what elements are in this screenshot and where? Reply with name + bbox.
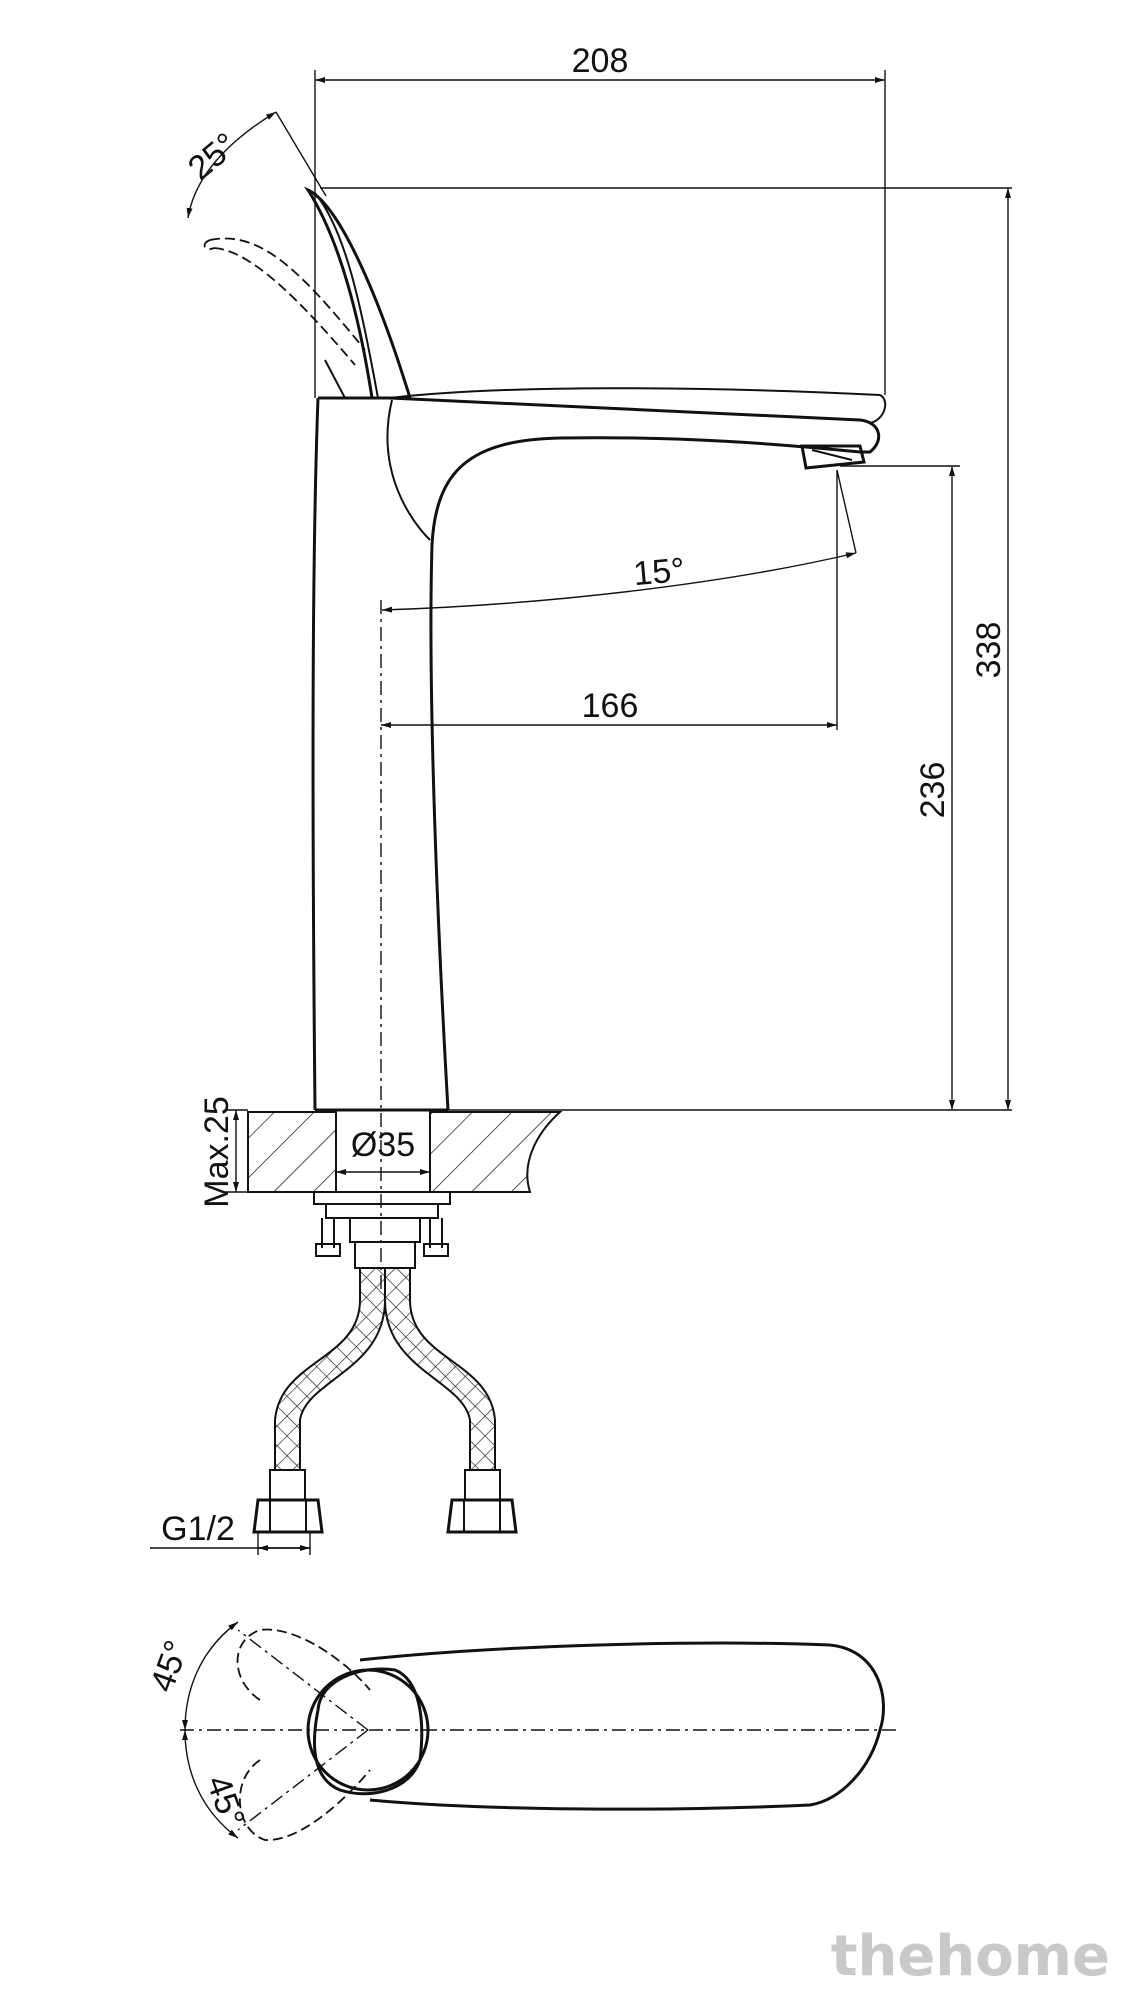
handle-solid-inner — [314, 192, 379, 399]
dim-label-spout-reach: 166 — [582, 687, 639, 725]
deck-left-hatch — [247, 1111, 337, 1193]
top-view-handle-phantom-upper — [236, 1628, 371, 1701]
top-view-spout — [359, 1641, 885, 1811]
dim-label-overall-height: 338 — [970, 622, 1008, 679]
dimension-overall-width: 208 — [314, 42, 886, 398]
faucet-body-left-edge — [311, 397, 320, 1111]
dim-label-handle-rotation-right: 45° — [199, 1771, 252, 1832]
dimension-spout-reach: 166 — [381, 470, 838, 730]
dimension-overall-height: 338 — [320, 187, 1012, 1111]
top-view-handle-phantom-lower — [238, 1759, 371, 1841]
dimension-spout-swivel: 15° — [381, 469, 857, 613]
deck-section: Ø35 Max.25 — [198, 1096, 563, 1208]
dim-label-handle-rotation-left: 45° — [143, 1636, 196, 1697]
dim-label-handle-tilt: 25° — [181, 125, 245, 187]
top-view-handle — [312, 1667, 424, 1796]
dimension-connection-thread: G1/2 — [150, 1510, 311, 1555]
dim-label-spout-swivel: 15° — [632, 551, 687, 593]
spout-inner-curve — [386, 399, 431, 541]
dim-label-connection-thread: G1/2 — [161, 1510, 235, 1548]
hose-right — [384, 1267, 496, 1471]
handle-phantom — [209, 237, 366, 366]
dim-label-overall-width: 208 — [572, 42, 629, 80]
mounting-hardware — [313, 1191, 451, 1269]
handle-solid — [303, 186, 413, 400]
faucet-side-view — [203, 186, 887, 1112]
aerator — [800, 444, 866, 470]
flexible-hoses — [252, 1267, 518, 1534]
dim-label-base-diameter: Ø35 — [351, 1126, 415, 1164]
watermark: thehome — [831, 1924, 1110, 1989]
hose-left — [274, 1267, 386, 1471]
dimension-handle-tilt: 25° — [181, 111, 327, 219]
handle-phantom-tip — [203, 239, 215, 250]
dimension-spout-height: 236 — [840, 465, 960, 1110]
faucet-body-right-edge — [429, 436, 861, 1111]
spout-top-edge — [318, 396, 881, 454]
dim-label-spout-height: 236 — [914, 762, 952, 819]
faucet-top-view: 45° 45° — [143, 1621, 900, 1841]
spout-upper-surface — [389, 387, 887, 424]
dim-label-max-deck-thickness: Max.25 — [198, 1096, 236, 1208]
deck-right-hatch — [429, 1111, 563, 1193]
